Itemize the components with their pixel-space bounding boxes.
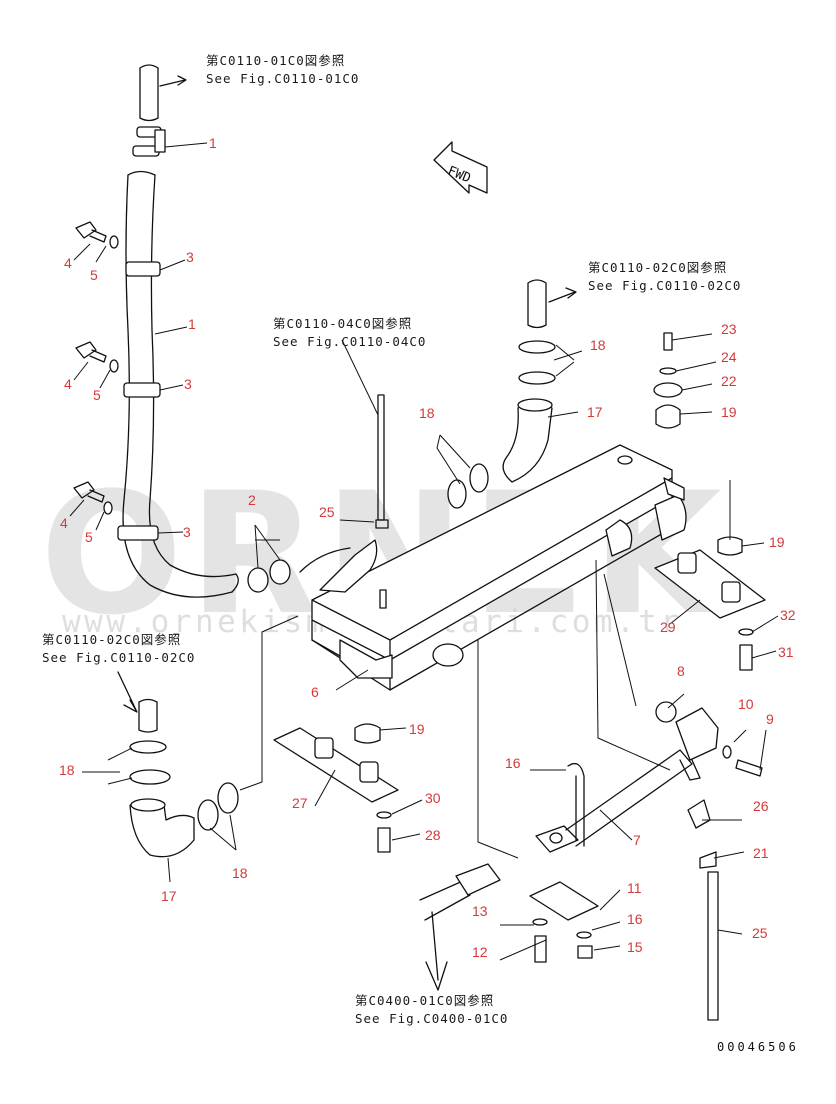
part-label: 30 [425, 790, 441, 806]
part-label: 5 [90, 267, 98, 283]
cooler-body [299, 444, 687, 691]
part-label: 10 [738, 696, 754, 712]
part-label: 7 [633, 832, 641, 848]
part-label: 16 [505, 755, 521, 771]
part-label: 16 [627, 911, 643, 927]
part-label: 11 [627, 880, 642, 896]
part-label: 26 [753, 798, 769, 814]
part-numbers: 1 3 1 3 3 4 5 4 5 4 5 2 18 17 18 23 24 2… [59, 135, 796, 960]
ref-note-1-jp: 第C0110-01C0図参照 [206, 53, 345, 68]
part-label: 4 [64, 255, 72, 271]
part-label: 2 [248, 492, 256, 508]
part-label: 3 [186, 249, 194, 265]
part-label: 4 [64, 376, 72, 392]
drawing-number: 00046506 [717, 1040, 799, 1054]
part-label: 18 [419, 405, 435, 421]
forward-direction-icon: FWD [433, 141, 488, 194]
lower-hose-assembly [82, 615, 299, 883]
part-label: 31 [778, 644, 794, 660]
ref-note-2-en: See Fig.C0110-02C0 [588, 278, 741, 293]
part-label: 3 [184, 376, 192, 392]
part-label: 19 [769, 534, 785, 550]
part-label: 8 [677, 663, 685, 679]
ref-note-2-jp: 第C0110-02C0図参照 [588, 260, 727, 275]
ref-note-3-en: See Fig.C0110-04C0 [273, 334, 426, 349]
part-label: 5 [93, 387, 101, 403]
part-label: 4 [60, 515, 68, 531]
reference-notes: 第C0110-01C0図参照 See Fig.C0110-01C0 第C0110… [42, 53, 741, 1026]
upper-hose-assembly [436, 279, 583, 509]
part-label: 29 [660, 619, 676, 635]
ref-note-4-en: See Fig.C0110-02C0 [42, 650, 195, 665]
part-label: 28 [425, 827, 441, 843]
part-label: 25 [319, 504, 335, 520]
ref-note-1-en: See Fig.C0110-01C0 [206, 71, 359, 86]
part-label: 25 [752, 925, 768, 941]
part-label: 17 [161, 888, 177, 904]
right-mounts [653, 332, 779, 671]
oil-pipe-assembly [419, 559, 767, 1021]
ref-note-5-en: See Fig.C0400-01C0 [355, 1011, 508, 1026]
part-label: 15 [627, 939, 643, 955]
ref-note-5-jp: 第C0400-01C0図参照 [355, 993, 494, 1008]
lower-mount [273, 339, 423, 853]
part-label: 17 [587, 404, 603, 420]
part-label: 27 [292, 795, 308, 811]
part-label: 24 [721, 349, 737, 365]
forward-label: FWD [445, 164, 473, 187]
part-label: 22 [721, 373, 737, 389]
part-label: 13 [472, 903, 488, 919]
part-label: 21 [753, 845, 769, 861]
part-label: 1 [188, 316, 196, 332]
part-label: 32 [780, 607, 796, 623]
left-hose-assembly [69, 64, 291, 598]
part-label: 6 [311, 684, 319, 700]
part-label: 18 [59, 762, 75, 778]
part-label: 23 [721, 321, 737, 337]
part-label: 12 [472, 944, 488, 960]
part-label: 1 [209, 135, 217, 151]
part-label: 19 [721, 404, 737, 420]
part-label: 19 [409, 721, 425, 737]
part-label: 18 [590, 337, 606, 353]
part-label: 9 [766, 711, 774, 727]
ref-note-4-jp: 第C0110-02C0図参照 [42, 632, 181, 647]
part-label: 3 [183, 524, 191, 540]
part-label: 5 [85, 529, 93, 545]
ref-note-3-jp: 第C0110-04C0図参照 [273, 316, 412, 331]
part-label: 18 [232, 865, 248, 881]
